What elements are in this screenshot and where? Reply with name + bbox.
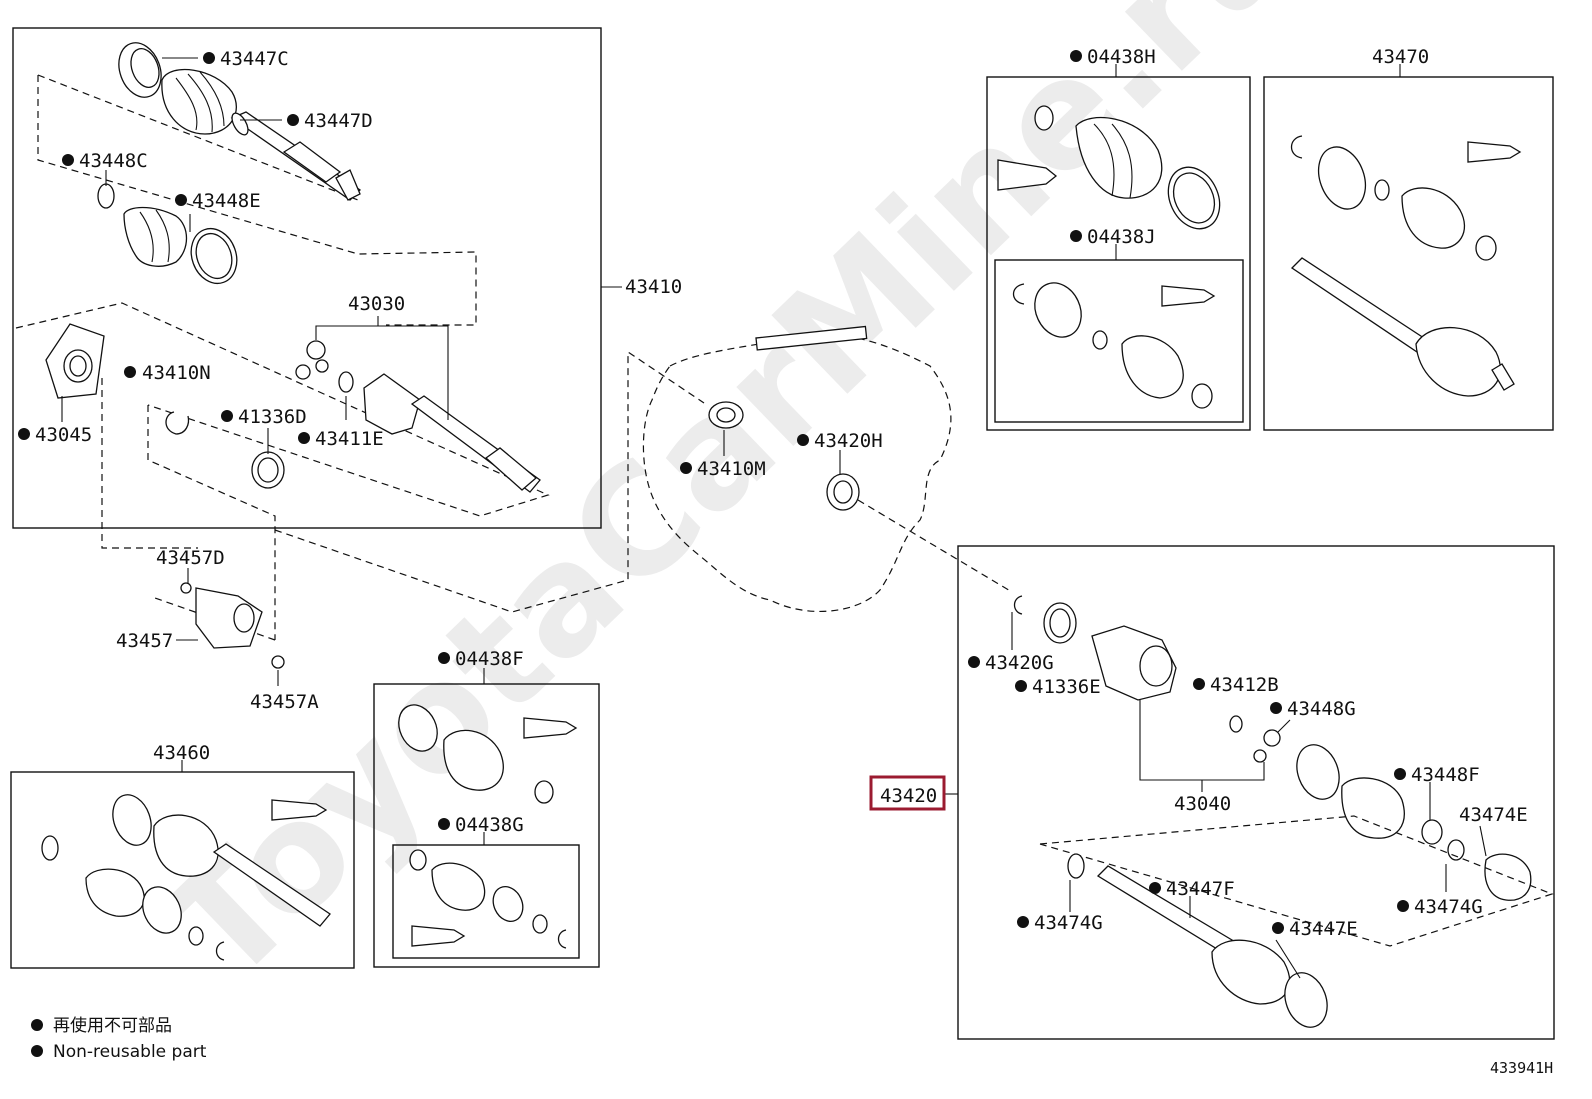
label-43030[interactable]: 43030: [348, 293, 405, 315]
legend-text-en: Non-reusable part: [53, 1042, 207, 1062]
legend-text-jp: 再使用不可部品: [53, 1015, 172, 1036]
label-41336D[interactable]: 41336D: [238, 406, 307, 428]
label-43457[interactable]: 43457: [116, 630, 173, 652]
label-43420[interactable]: 43420: [880, 785, 937, 807]
figure-code: 433941H: [1490, 1059, 1553, 1077]
label-43460[interactable]: 43460: [153, 742, 210, 764]
label-43448E[interactable]: 43448E: [192, 190, 261, 212]
label-43474G-left[interactable]: 43474G: [1034, 912, 1103, 934]
boot-kit-04438H-parts: [997, 105, 1221, 230]
label-43420G[interactable]: 43420G: [985, 652, 1054, 674]
highlight-box-43420: [869, 775, 946, 811]
label-43411E[interactable]: 43411E: [315, 428, 384, 450]
label-43457D[interactable]: 43457D: [156, 547, 225, 569]
outer-shaft-43420: [1067, 853, 1328, 1028]
snap-ring-43411E: [338, 371, 354, 393]
group-box-43420: [957, 545, 1555, 1040]
label-43457A[interactable]: 43457A: [250, 691, 319, 713]
group-box-43470: [1263, 76, 1554, 431]
label-41336E[interactable]: 41336E: [1032, 676, 1101, 698]
non-reusable-markers: [18, 50, 1409, 934]
group-box-04438J: [994, 259, 1244, 423]
outer-shaft-43410: [230, 111, 362, 201]
label-43448C[interactable]: 43448C: [79, 150, 148, 172]
group-box-43410: [12, 27, 602, 529]
label-43040[interactable]: 43040: [1174, 793, 1231, 815]
dashed-guide-43420: [1039, 815, 1554, 947]
outer-boot-clamp-43447C: [118, 42, 162, 98]
group-box-04438H: [986, 76, 1251, 431]
inner-joint-housing-43030: [363, 373, 541, 493]
label-43448G[interactable]: 43448G: [1287, 698, 1356, 720]
group-box-04438G: [392, 844, 580, 959]
label-43412B[interactable]: 43412B: [1210, 674, 1279, 696]
label-43410M[interactable]: 43410M: [697, 458, 766, 480]
outer-cv-joint: [161, 68, 237, 135]
boot-kit-04438F-parts: [398, 704, 578, 804]
label-43410[interactable]: 43410: [625, 276, 682, 298]
boot-kit-04438J-parts: [1012, 282, 1216, 409]
label-43447E[interactable]: 43447E: [1289, 918, 1358, 940]
label-43448F[interactable]: 43448F: [1411, 764, 1480, 786]
label-43420H[interactable]: 43420H: [814, 430, 883, 452]
label-43447C[interactable]: 43447C: [220, 48, 289, 70]
driveshaft-43420-parts: [1013, 595, 1532, 901]
leader-lines: [61, 57, 1487, 979]
transaxle-bar: [755, 325, 868, 351]
label-43447F[interactable]: 43447F: [1166, 878, 1235, 900]
boot-kit-04438G-parts: [409, 849, 567, 949]
label-04438F[interactable]: 04438F: [455, 648, 524, 670]
label-04438J[interactable]: 04438J: [1087, 226, 1156, 248]
transaxle-outline: [642, 333, 952, 613]
inner-boot-43448E: [123, 206, 238, 285]
legend: 再使用不可部品 Non-reusable part: [31, 1015, 207, 1062]
label-43474E[interactable]: 43474E: [1459, 804, 1528, 826]
legend-marker-jp: [31, 1019, 43, 1031]
label-43447D[interactable]: 43447D: [304, 110, 373, 132]
group-box-04438F: [373, 683, 600, 968]
tripod-joint-43030: [295, 340, 329, 380]
label-43470[interactable]: 43470: [1372, 46, 1429, 68]
oil-seal-43420H: [826, 473, 860, 511]
legend-marker-en: [31, 1045, 43, 1057]
oil-seal-43410M: [708, 401, 744, 429]
driveshaft-43470-parts: [1290, 135, 1522, 397]
dashed-guide-43420H: [857, 499, 1013, 593]
label-43474G-right[interactable]: 43474G: [1414, 896, 1483, 918]
label-04438H[interactable]: 04438H: [1087, 46, 1156, 68]
label-43410N[interactable]: 43410N: [142, 362, 211, 384]
snap-ring-43410N: [165, 411, 190, 435]
label-04438G[interactable]: 04438G: [455, 814, 524, 836]
part-labels: 43447C 43447D 43448C 43448E 43410 43030 …: [35, 46, 1528, 940]
bracket-43457: [180, 582, 285, 669]
driveshaft-43460-parts: [41, 794, 331, 961]
inner-boot-clamp-43448C: [97, 183, 115, 209]
oil-seal-41336D: [251, 451, 285, 489]
bearing-bracket-43045: [45, 323, 105, 399]
label-43045[interactable]: 43045: [35, 424, 92, 446]
